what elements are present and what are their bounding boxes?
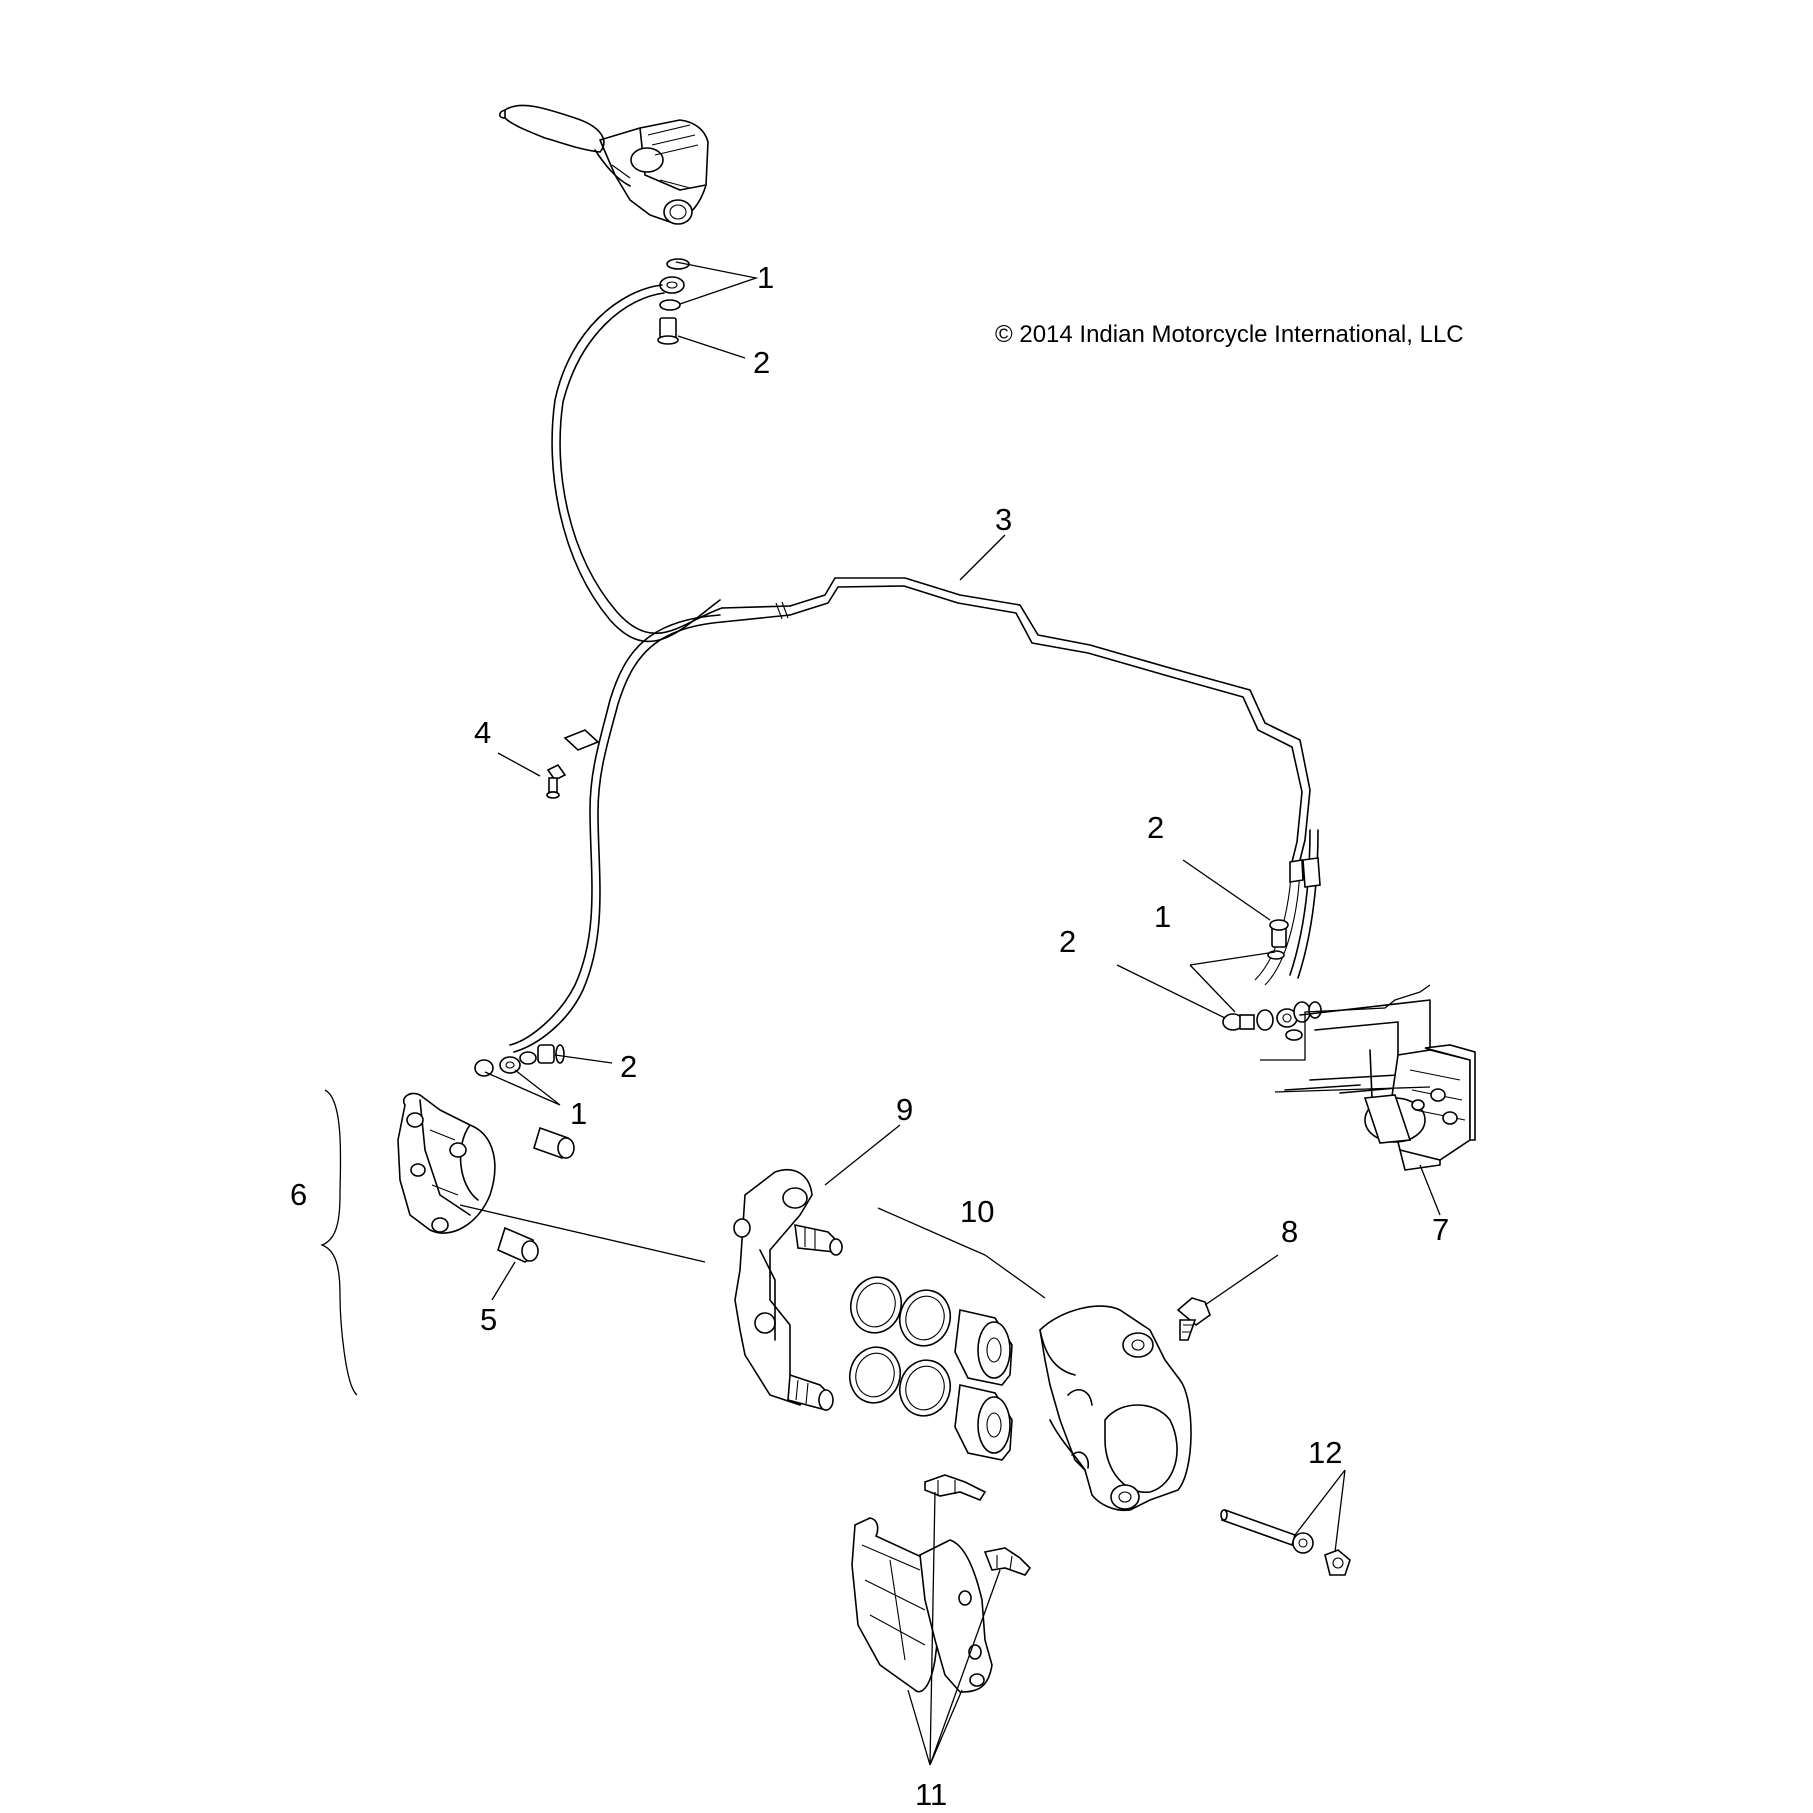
callout-6: 6: [290, 1177, 307, 1212]
callout-2-right-a: 2: [1147, 810, 1164, 845]
front-brake-hose: [509, 284, 723, 1053]
caliper-bracket: [733, 1169, 843, 1411]
master-cylinder-lever: [498, 104, 709, 225]
abs-banjo-fittings: [1222, 919, 1322, 1041]
callout-2-top: 2: [753, 345, 770, 380]
left-front-caliper: [397, 1044, 575, 1263]
callout-labels: 1 2 3 4 2 1 2 2 1 9 6 7 10 8 5 12 11: [290, 260, 1449, 1812]
callout-12: 12: [1308, 1435, 1342, 1470]
callout-3: 3: [995, 502, 1012, 537]
callout-8: 8: [1281, 1214, 1298, 1249]
callout-2-left: 2: [620, 1049, 637, 1084]
top-banjo-fitting: [657, 258, 690, 345]
leader-lines: [320, 261, 1441, 1766]
brake-line-to-abs: [721, 577, 1321, 986]
abs-module: [1284, 999, 1476, 1171]
callout-1-top: 1: [757, 260, 774, 295]
callout-11: 11: [915, 1777, 947, 1812]
callout-7: 7: [1432, 1212, 1449, 1247]
clamp-bolt: [546, 763, 567, 799]
callout-10: 10: [960, 1194, 994, 1229]
brake-pads: [851, 1474, 1032, 1693]
callout-1-left: 1: [570, 1096, 587, 1131]
callout-9: 9: [896, 1092, 913, 1127]
callout-2-right-b: 2: [1059, 924, 1076, 959]
copyright-notice: © 2014 Indian Motorcycle International, …: [995, 321, 1464, 348]
callout-4: 4: [474, 715, 491, 750]
callout-5: 5: [480, 1302, 497, 1337]
callout-1-right: 1: [1154, 899, 1171, 934]
right-front-caliper: [1039, 1297, 1211, 1512]
pad-pin-and-nut: [1220, 1508, 1351, 1576]
caliper-seals-pistons: [848, 1276, 1013, 1461]
